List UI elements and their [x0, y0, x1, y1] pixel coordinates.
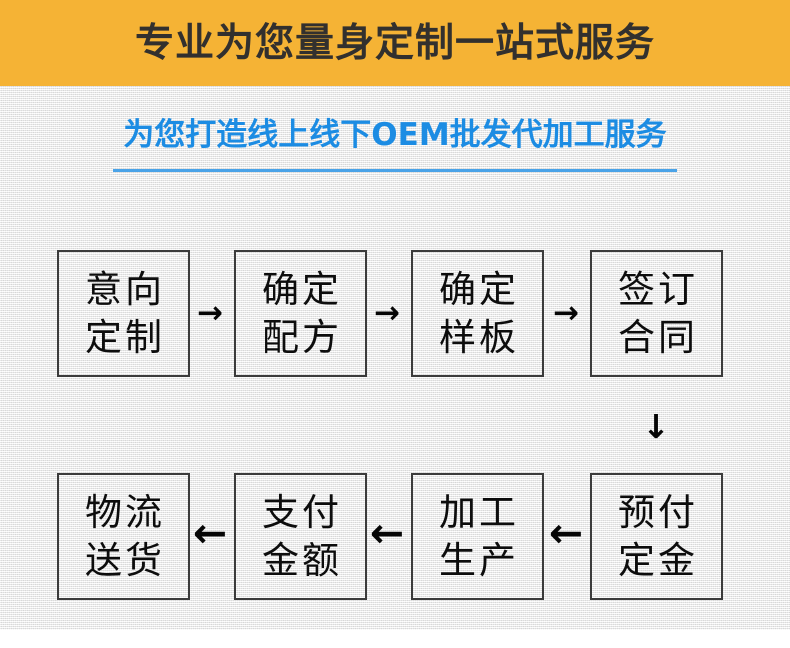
flow-step-line1: 预付	[618, 491, 698, 535]
flow-step-production: 加工 生产	[411, 473, 544, 600]
arrow-left-icon-2: ←	[369, 509, 405, 557]
flow-step-line1: 签订	[618, 268, 698, 312]
arrow-down-icon: ↓	[642, 407, 670, 446]
flow-step-line2: 定制	[85, 315, 165, 359]
flow-step-payment: 支付 金额	[234, 473, 367, 600]
flow-step-line1: 物流	[85, 491, 165, 535]
arrow-right-icon-3: →	[553, 295, 579, 331]
flow-step-line1: 支付	[262, 491, 342, 535]
arrow-right-icon-2: →	[374, 295, 400, 331]
flow-step-line1: 确定	[439, 268, 519, 312]
flow-step-line2: 定金	[618, 538, 698, 582]
flow-step-intent: 意向 定制	[57, 250, 190, 377]
page-title: 专业为您量身定制一站式服务	[134, 20, 655, 66]
header-banner: 专业为您量身定制一站式服务	[0, 0, 790, 86]
flow-step-line2: 送货	[85, 538, 165, 582]
flow-step-deposit: 预付 定金	[590, 473, 723, 600]
arrow-right-icon-1: →	[197, 295, 223, 331]
flow-step-line2: 合同	[618, 315, 698, 359]
flow-step-line2: 金额	[262, 538, 342, 582]
subtitle-text: 为您打造线上线下OEM批发代加工服务	[123, 117, 667, 153]
flow-step-line2: 样板	[439, 315, 519, 359]
flow-step-line2: 配方	[262, 315, 342, 359]
content-background	[0, 86, 790, 630]
flow-step-sample: 确定 样板	[411, 250, 544, 377]
flow-step-line2: 生产	[439, 538, 519, 582]
flow-step-line1: 确定	[262, 268, 342, 312]
flow-step-contract: 签订 合同	[590, 250, 723, 377]
subtitle-container: 为您打造线上线下OEM批发代加工服务	[0, 118, 790, 152]
subtitle-divider	[113, 169, 677, 172]
flow-step-line1: 意向	[85, 268, 165, 312]
arrow-left-icon-3: ←	[548, 509, 584, 557]
flow-step-delivery: 物流 送货	[57, 473, 190, 600]
flow-step-formula: 确定 配方	[234, 250, 367, 377]
arrow-left-icon-1: ←	[192, 509, 228, 557]
flow-step-line1: 加工	[439, 491, 519, 535]
